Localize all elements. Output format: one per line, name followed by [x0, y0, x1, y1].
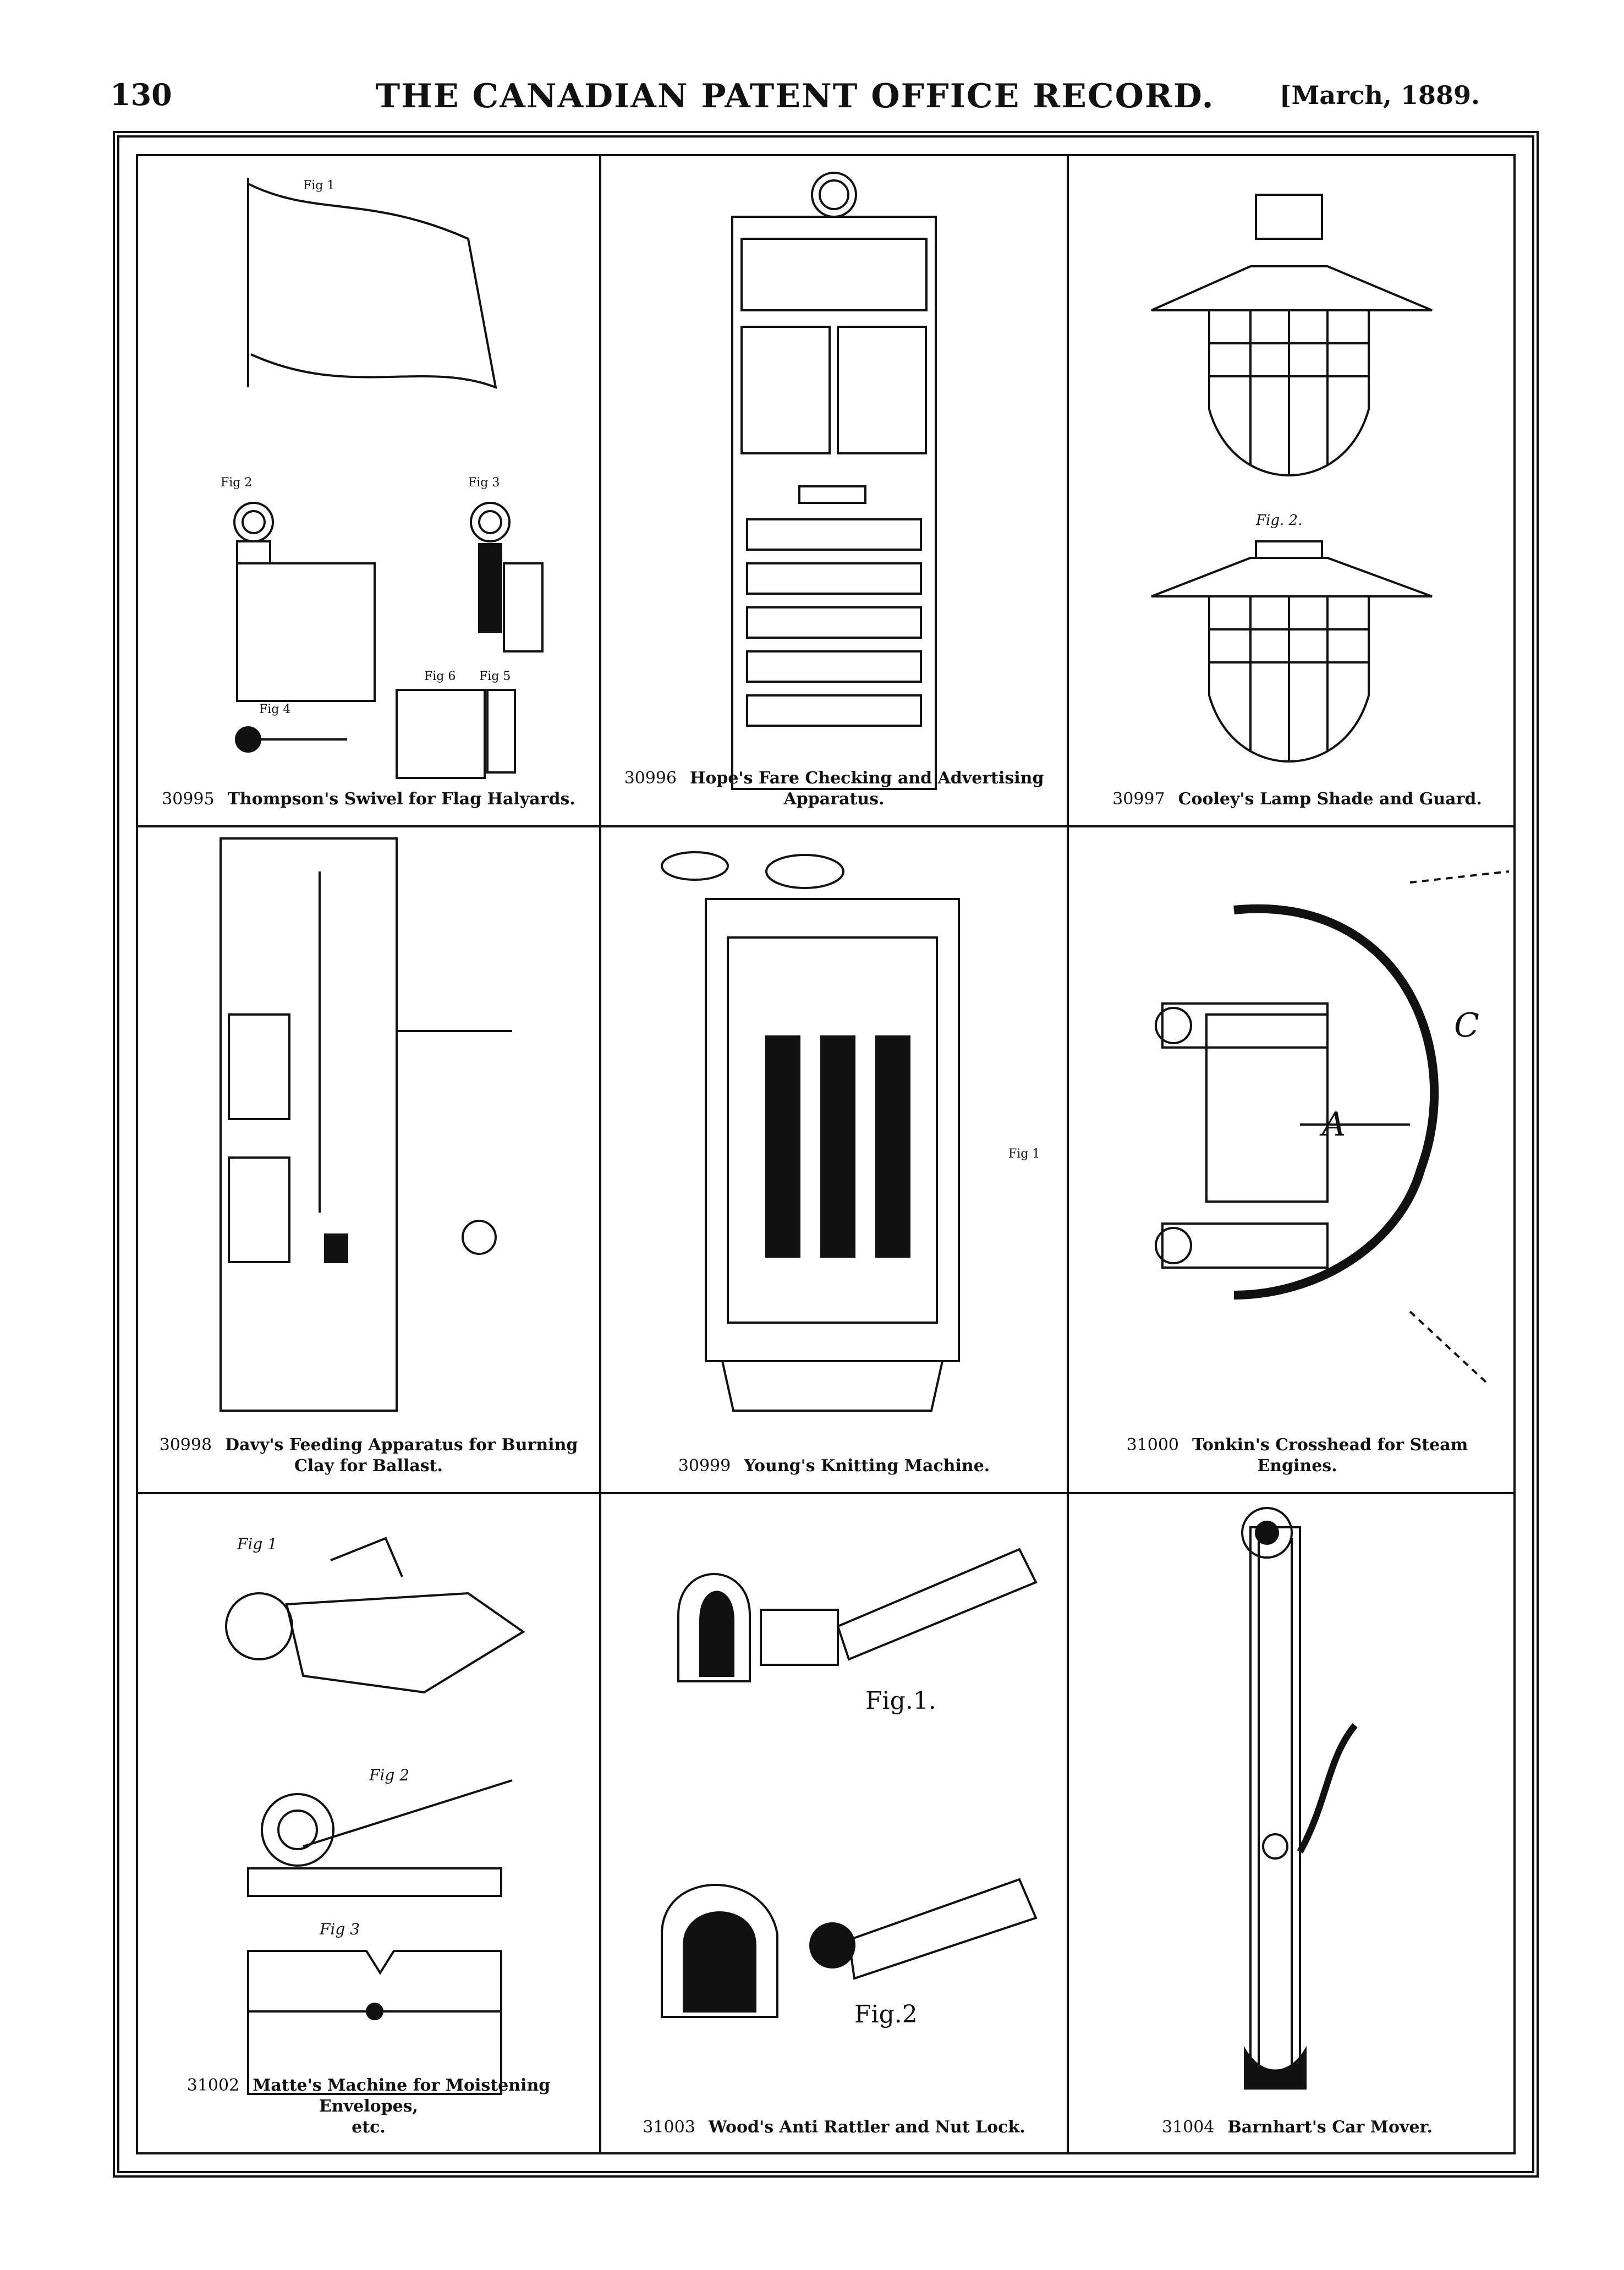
anti-rattler-drawing: Fig.1. Fig.2: [661, 1548, 1038, 2028]
knitting-machine-drawing: Fig 1: [661, 851, 1040, 1412]
page-header: 130 THE CANADIAN PATENT OFFICE RECORD. […: [110, 72, 1480, 121]
patent-grid-frame: Fig 1 Fig 2 Fig 3 Fig 6 Fig 5 Fig 4 3099…: [113, 131, 1539, 2178]
patent-title: Wood's Anti Rattler and Nut Lock.: [708, 2118, 1025, 2137]
patent-title: Cooley's Lamp Shade and Guard.: [1178, 789, 1482, 809]
patent-number: 30998: [159, 1435, 212, 1455]
fig-label: Fig 5: [479, 670, 511, 683]
lamp-guard-drawing: Fig. 2.: [1151, 194, 1433, 763]
fig-label: Fig 1: [1008, 1147, 1040, 1161]
flag-swivel-drawing: Fig 1 Fig 2 Fig 3 Fig 6 Fig 5 Fig 4: [221, 178, 544, 779]
patent-title: Matte's Machine for Moistening Envelopes…: [253, 2076, 551, 2116]
patent-caption: 31004 Barnhart's Car Mover.: [1069, 2117, 1526, 2138]
issue-date: [March, 1889.: [1279, 80, 1480, 110]
fig-label: Fig 2: [369, 1766, 409, 1784]
patent-number: 30999: [678, 1456, 731, 1476]
patent-caption: 30999 Young's Knitting Machine.: [601, 1456, 1067, 1477]
fare-apparatus-drawing: [731, 172, 937, 790]
fig-label: Fig 2: [221, 476, 252, 490]
patent-cell-30998: 30998 Davy's Feeding Apparatus for Burnin…: [138, 827, 599, 1492]
grid-divider: [1067, 156, 1069, 2152]
patent-caption: 30995 Thompson's Swivel for Flag Halyards…: [138, 789, 599, 810]
fig-label: C: [1454, 1006, 1479, 1045]
fig-label: Fig 3: [319, 1920, 360, 1938]
patent-number: 30997: [1112, 789, 1165, 809]
fig-label: Fig.1.: [865, 1687, 936, 1715]
patent-title: Tonkin's Crosshead for Steam Engines.: [1192, 1435, 1468, 1476]
patent-number: 31002: [186, 2076, 240, 2095]
patent-number: 31003: [643, 2118, 695, 2137]
patent-cell-31002: Fig 1 Fig 2 Fig 3 31002 Matte's Machine f…: [138, 1494, 599, 2153]
patent-title: Barnhart's Car Mover.: [1227, 2118, 1433, 2137]
fig-label: Fig. 2.: [1255, 512, 1302, 529]
grid-divider: [599, 156, 601, 2152]
patent-number: 31000: [1126, 1435, 1179, 1455]
patent-cell-31000: A C 31000 Tonkin's Crosshead for Steam En…: [1069, 827, 1526, 1492]
patent-caption: 31002 Matte's Machine for Moistening Enve…: [138, 2075, 599, 2138]
grid-divider: [138, 1492, 1513, 1494]
grid-divider: [138, 825, 1513, 827]
patent-title-line2: Clay for Ballast.: [294, 1456, 443, 1476]
patent-grid: Fig 1 Fig 2 Fig 3 Fig 6 Fig 5 Fig 4 3099…: [136, 154, 1516, 2154]
crosshead-drawing: A C: [1155, 870, 1510, 1384]
patent-title: Davy's Feeding Apparatus for Burning: [225, 1435, 578, 1455]
patent-cell-30995: Fig 1 Fig 2 Fig 3 Fig 6 Fig 5 Fig 4 3099…: [138, 156, 599, 825]
patent-title: Thompson's Swivel for Flag Halyards.: [227, 789, 575, 809]
fig-label: Fig 6: [424, 670, 456, 683]
patent-caption: 30998 Davy's Feeding Apparatus for Burnin…: [138, 1435, 599, 1477]
patent-title: Hope's Fare Checking and Advertising: [690, 769, 1044, 788]
envelope-machine-drawing: Fig 1 Fig 2 Fig 3: [225, 1535, 525, 2095]
patent-number: 31004: [1161, 2118, 1215, 2137]
patent-caption: 31000 Tonkin's Crosshead for Steam Engine…: [1069, 1435, 1526, 1477]
fig-label: A: [1319, 1105, 1346, 1144]
patent-number: 30996: [624, 769, 677, 788]
fig-label: Fig.2: [854, 2000, 918, 2028]
fig-label: Fig 1: [303, 179, 334, 193]
journal-title: THE CANADIAN PATENT OFFICE RECORD.: [375, 77, 1215, 116]
patent-title: Young's Knitting Machine.: [744, 1456, 990, 1476]
patent-cell-30996: 30996 Hope's Fare Checking and Advertisin…: [601, 156, 1067, 825]
patent-title-line2: etc.: [352, 2118, 386, 2137]
page-number: 130: [110, 77, 172, 112]
patent-title-line2: Apparatus.: [783, 789, 885, 809]
car-mover-drawing: [1241, 1507, 1358, 2090]
fig-label: Fig 3: [468, 476, 500, 490]
fig-label: Fig 1: [237, 1535, 277, 1553]
patent-caption: 31003 Wood's Anti Rattler and Nut Lock.: [601, 2117, 1067, 2138]
patent-cell-30997: Fig. 2. 30997 Cooley's Lamp Shade and Gua…: [1069, 156, 1526, 825]
patent-number: 30995: [162, 789, 215, 809]
feeding-apparatus-drawing: [220, 837, 512, 1412]
patent-cell-30999: Fig 1 30999 Young's Knitting Machine.: [601, 827, 1067, 1492]
fig-label: Fig 4: [259, 703, 290, 716]
patent-cell-31003: Fig.1. Fig.2 31003 Wood's Anti Rattler an…: [601, 1494, 1067, 2153]
patent-caption: 30996 Hope's Fare Checking and Advertisin…: [601, 768, 1067, 810]
patent-caption: 30997 Cooley's Lamp Shade and Guard.: [1069, 789, 1526, 810]
patent-cell-31004: 31004 Barnhart's Car Mover.: [1069, 1494, 1526, 2153]
